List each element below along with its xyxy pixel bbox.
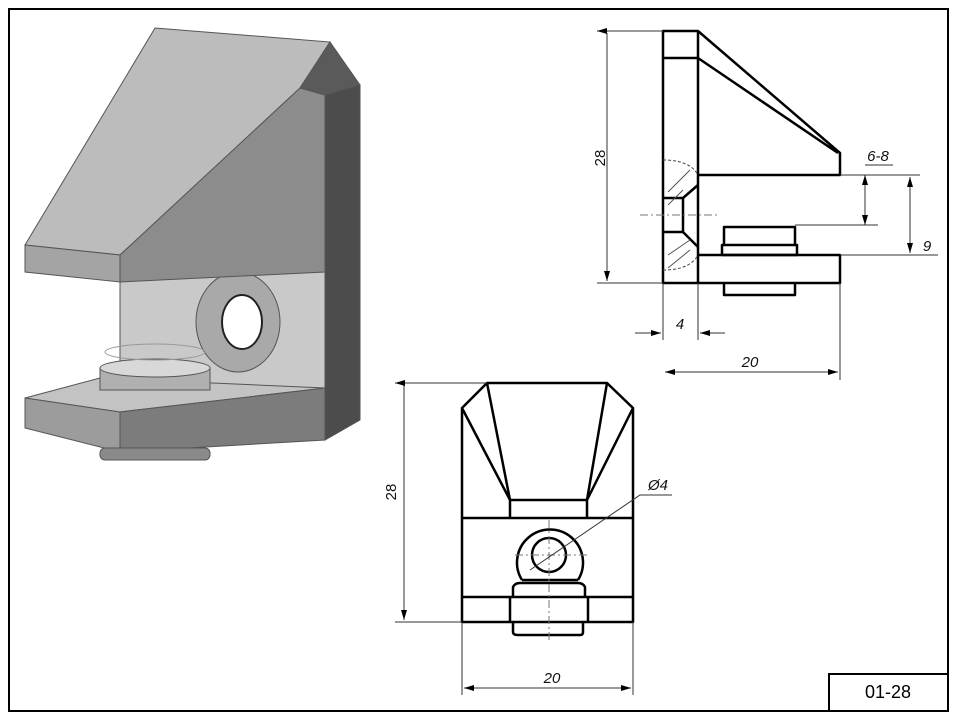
hole-diameter-label: Ø4 [647,477,668,494]
side-thickness-label: 4 [676,316,684,333]
front-width-label: 20 [543,670,561,687]
isometric-render [24,27,361,461]
side-view: 28 6-8 9 4 20 [592,31,938,380]
title-block [828,673,949,712]
front-view: 28 Ø4 20 [383,383,672,695]
side-height-label: 28 [592,150,609,167]
side-width-label: 20 [741,354,759,371]
drawing-code: 01-28 [864,682,912,702]
side-gap-label: 6-8 [867,148,889,165]
front-height-label: 28 [383,484,400,501]
drawing-frame [8,8,949,712]
side-base-gap-label: 9 [923,238,932,255]
